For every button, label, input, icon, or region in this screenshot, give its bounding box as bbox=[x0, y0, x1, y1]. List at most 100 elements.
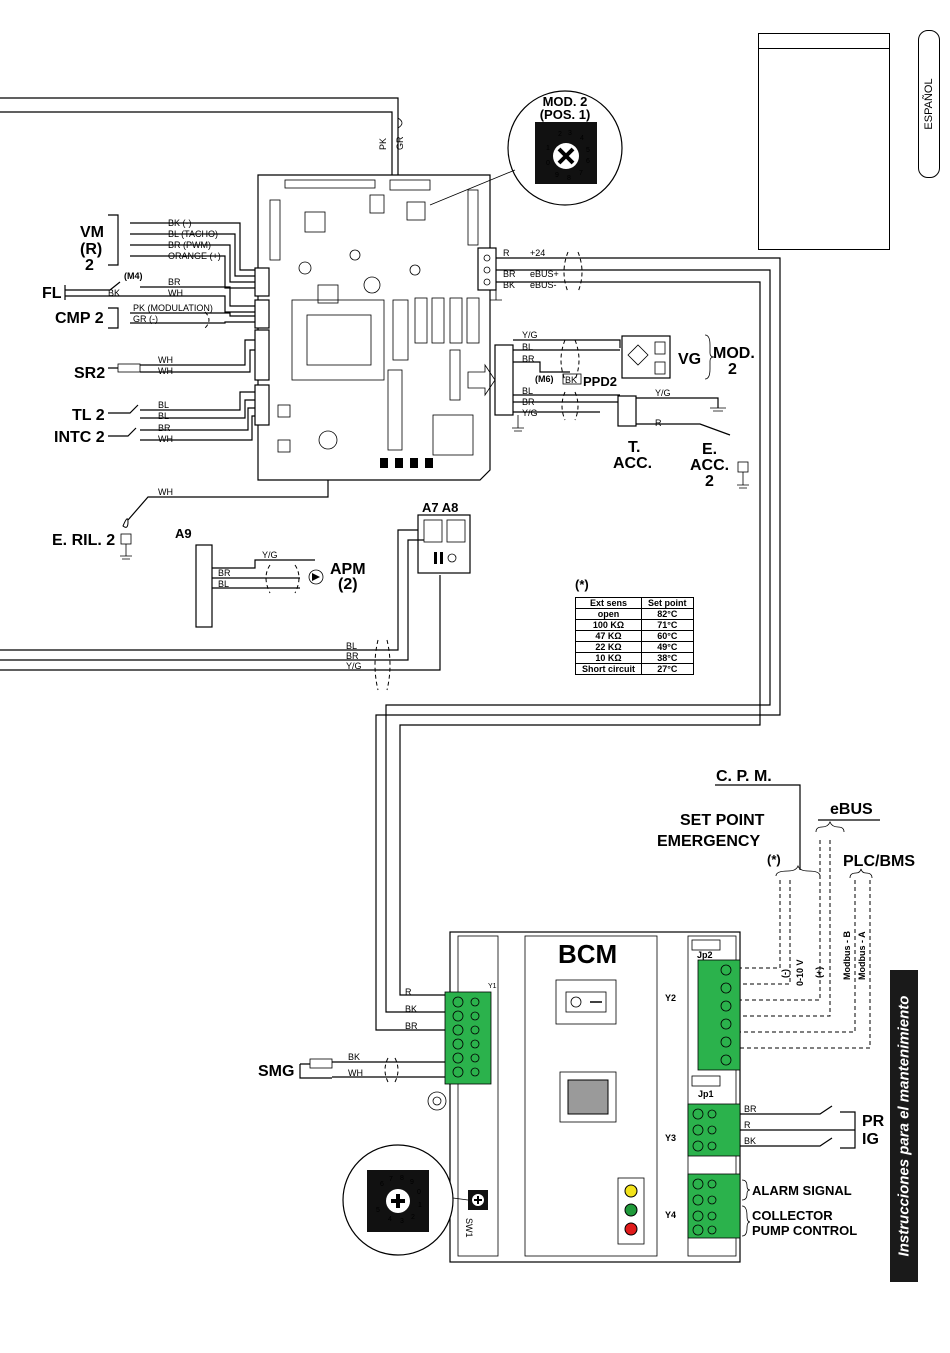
bottom-wire-2: BR bbox=[346, 651, 359, 661]
sr2-wire-2: WH bbox=[158, 366, 173, 376]
mod2-label-2: 2 bbox=[728, 361, 737, 378]
cmp-group: CMP 2 PK (MODULATION) GR (-) bbox=[55, 303, 255, 329]
y2-side-4: Modbus - B bbox=[842, 931, 852, 980]
vm-label-3: 2 bbox=[85, 257, 94, 274]
eril2-wire: WH bbox=[158, 487, 173, 497]
intc2-group: INTC 2 BR WH bbox=[54, 407, 255, 446]
collector-label-1: COLLECTOR bbox=[752, 1208, 833, 1223]
top-wires: PK GR bbox=[0, 97, 405, 178]
vm-label-2: (R) bbox=[80, 241, 102, 258]
smg-wire-2: WH bbox=[348, 1068, 363, 1078]
eacc-label-2: ACC. bbox=[690, 457, 729, 474]
a7-a8-group: A7 A8 bbox=[417, 500, 471, 574]
vg-wire-1: Y/G bbox=[522, 330, 538, 340]
bcm-in-br: BR bbox=[405, 1021, 418, 1031]
smg-wire-1: BK bbox=[348, 1052, 360, 1062]
bus-wires: R +24 BR eBUS+ BK eBUS- bbox=[375, 248, 781, 1031]
table-marker: (*) bbox=[575, 577, 589, 592]
terminal-y2 bbox=[697, 959, 741, 1071]
bcm-in-bk: BK bbox=[405, 1004, 417, 1014]
vg-wire-5: BL bbox=[522, 386, 533, 396]
svg-text:3: 3 bbox=[568, 130, 572, 137]
y4-label: Y4 bbox=[665, 1210, 676, 1220]
bcm-module: BCM Y1 Jp2 Y2 bbox=[427, 931, 741, 1263]
bottom-wire-1: BL bbox=[346, 641, 357, 651]
y3-wire-r: R bbox=[744, 1120, 751, 1130]
vg-wire-3: BR bbox=[522, 354, 535, 364]
y2-external: C. P. M. SET POINT EMERGENCY (*) eBUS PL… bbox=[657, 768, 915, 1049]
sr2-label: SR2 bbox=[74, 365, 105, 382]
bcm-in-r: R bbox=[405, 987, 412, 997]
bcm-input-labels: R BK BR bbox=[405, 987, 418, 1031]
y2-side-2: 0-10 V bbox=[795, 959, 805, 986]
setpoint-label-3: (*) bbox=[767, 852, 781, 867]
y3-label: Y3 bbox=[665, 1133, 676, 1143]
y2-side-3: (+) bbox=[814, 967, 824, 978]
plc-bms-label: PLC/BMS bbox=[843, 853, 915, 870]
svg-text:2: 2 bbox=[558, 131, 562, 138]
wire-label-gr: GR bbox=[395, 136, 405, 150]
y4-screws bbox=[692, 1178, 717, 1236]
tl2-wire-1: BL bbox=[158, 400, 169, 410]
svg-text:3: 3 bbox=[400, 1218, 404, 1225]
wire-label-pk: PK bbox=[378, 138, 388, 150]
smg-label: SMG bbox=[258, 1063, 294, 1080]
y3-screws bbox=[692, 1108, 717, 1152]
fl-wire-1: BR bbox=[168, 277, 181, 287]
title-box bbox=[758, 33, 890, 250]
bus-wire-br: BR bbox=[503, 269, 516, 279]
svg-text:6: 6 bbox=[380, 1181, 384, 1188]
mod2-label-1: MOD. bbox=[713, 345, 755, 362]
svg-text:5: 5 bbox=[376, 1207, 380, 1214]
section-sidebar: Instrucciones para el mantenimiento bbox=[890, 970, 918, 1282]
vg-wire-6: BR bbox=[522, 397, 535, 407]
y4-external: ALARM SIGNAL COLLECTOR PUMP CONTROL bbox=[741, 1179, 857, 1238]
led-green bbox=[624, 1203, 638, 1217]
jp2-label: Jp2 bbox=[697, 950, 713, 960]
vm-wire-1: BK (-) bbox=[168, 218, 192, 228]
sw1-label: SW1 bbox=[464, 1218, 474, 1238]
a9-apm-group: A9 Y/G BR BL APM (2) bbox=[175, 526, 366, 628]
tl2-group: TL 2 BL BL bbox=[72, 391, 255, 424]
vm-group: VM (R) 2 BK (-) BL (TACHO) BR (PWM) ORAN… bbox=[80, 214, 255, 289]
tacc-label-1: T. bbox=[628, 439, 640, 456]
cmp-wire-1: PK (MODULATION) bbox=[133, 303, 213, 313]
ebus-label: eBUS bbox=[830, 801, 873, 818]
sw1-dial-callout: 6 7 8 9 0 1 2 3 4 5 bbox=[342, 1144, 469, 1256]
svg-text:9: 9 bbox=[555, 172, 559, 179]
a7-a8-label: A7 A8 bbox=[422, 500, 458, 515]
apm-label-1: APM bbox=[330, 561, 366, 578]
svg-text:0: 0 bbox=[417, 1189, 421, 1196]
tl2-label: TL 2 bbox=[72, 407, 105, 424]
apm-wire-2: BR bbox=[218, 568, 231, 578]
eacc-label-3: 2 bbox=[705, 473, 714, 490]
eril2-group: E. RIL. 2 WH bbox=[52, 480, 329, 560]
sr2-wire-1: WH bbox=[158, 355, 173, 365]
svg-text:1: 1 bbox=[546, 145, 550, 152]
svg-text:4: 4 bbox=[580, 135, 584, 142]
svg-text:0: 0 bbox=[546, 160, 550, 167]
cmp-label: CMP 2 bbox=[55, 310, 104, 327]
dial-digits-bottom: 6 7 8 9 0 1 2 3 4 5 bbox=[376, 1175, 422, 1225]
tacc-label-2: ACC. bbox=[613, 455, 652, 472]
svg-text:7: 7 bbox=[389, 1176, 393, 1183]
bottom-wires: BL BR Y/G bbox=[0, 529, 441, 691]
fl-group: FL (M4) BK BR WH bbox=[42, 271, 255, 313]
main-board bbox=[254, 174, 514, 481]
terminal-y4 bbox=[687, 1173, 741, 1239]
mod2-dial-callout: MOD. 2 (POS. 1) 2 3 4 5 6 7 8 9 0 1 bbox=[429, 90, 623, 206]
y2-screws bbox=[720, 964, 732, 1066]
ppd2-label: PPD2 bbox=[583, 374, 617, 389]
vg-label: VG bbox=[678, 351, 701, 368]
mod-pos-label-1: MOD. 2 bbox=[543, 94, 588, 109]
bus-wire-ebus-plus: eBUS+ bbox=[530, 269, 559, 279]
bus-wire-24: +24 bbox=[530, 248, 545, 258]
terminal-y1 bbox=[444, 991, 492, 1085]
setpoint-label-2: EMERGENCY bbox=[657, 833, 760, 850]
m4-label: (M4) bbox=[124, 271, 143, 281]
bus-wire-ebus-minus: eBUS- bbox=[530, 280, 557, 290]
